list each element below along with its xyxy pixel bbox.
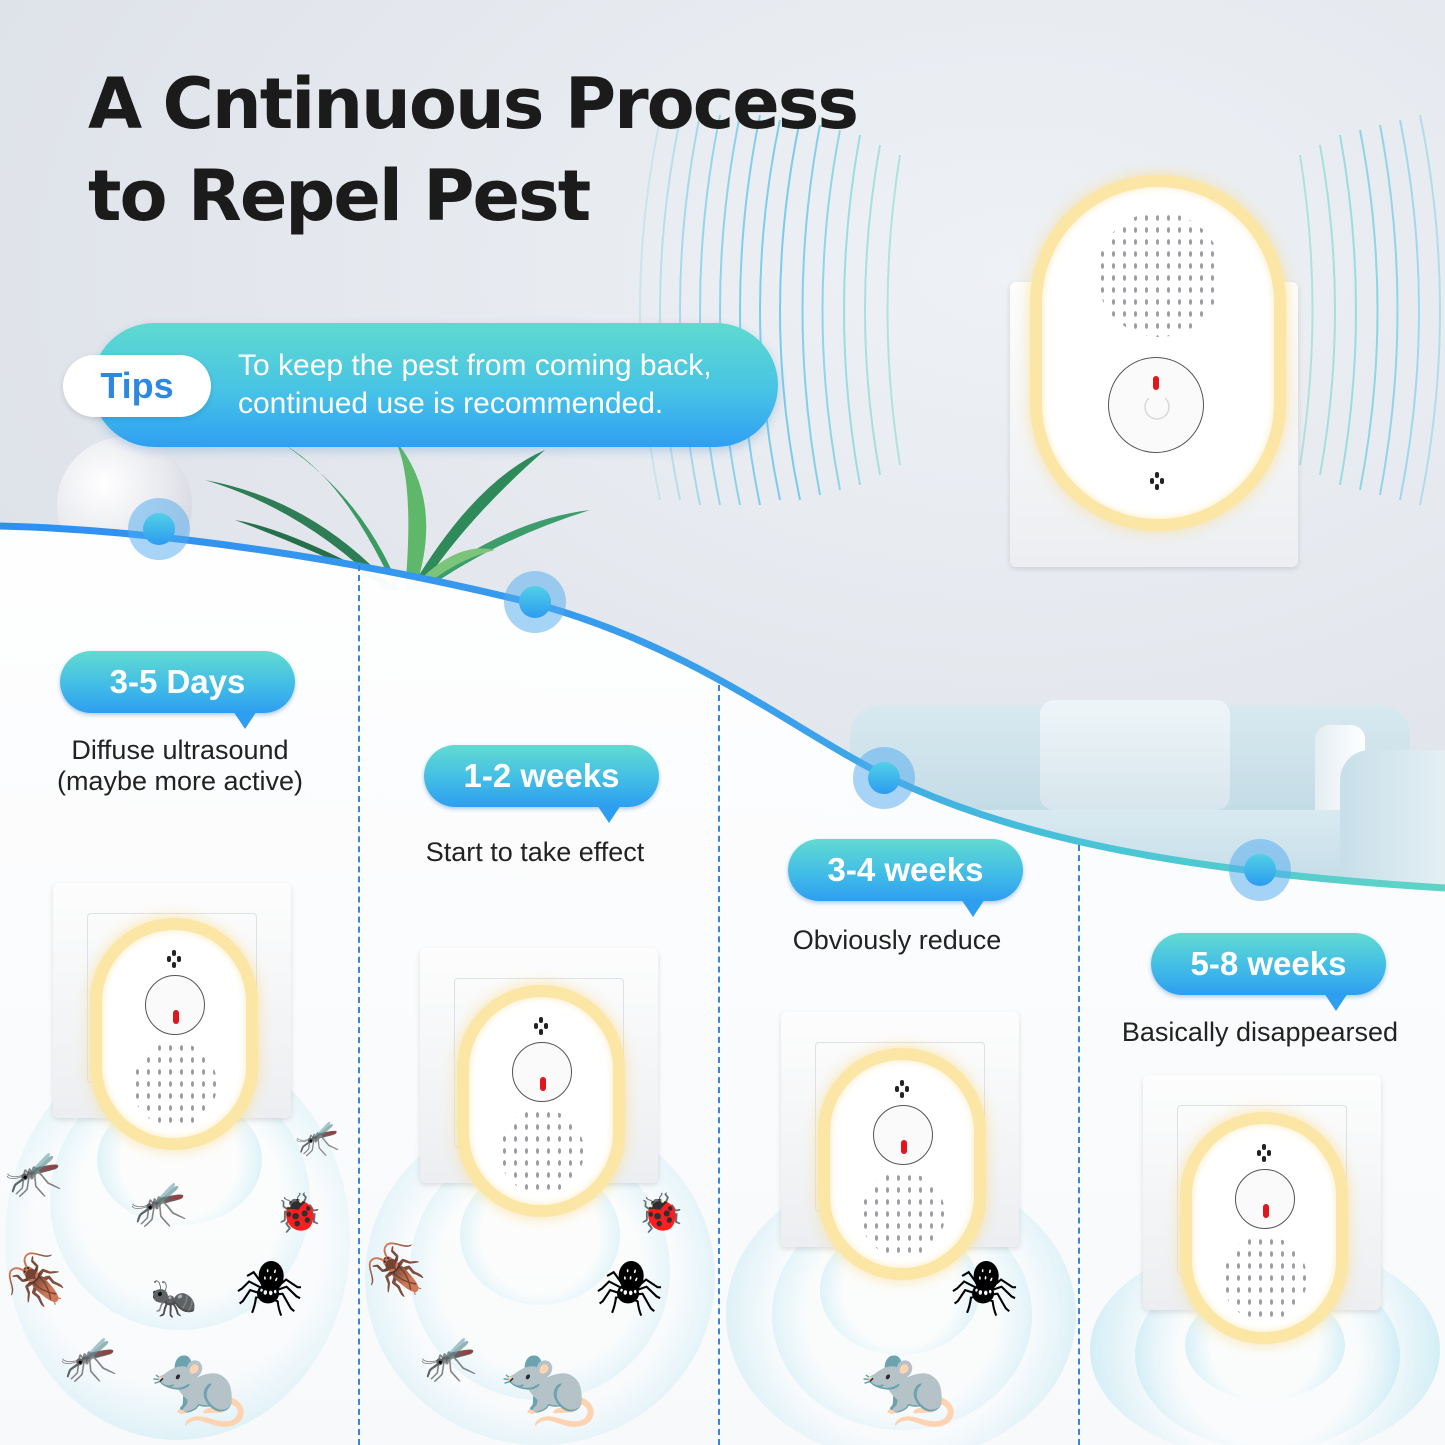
rat-icon: 🐀 [860, 1340, 958, 1428]
speaker-grille [1097, 212, 1222, 337]
power-led [1153, 376, 1159, 390]
ant-icon: 🐜 [150, 1278, 198, 1320]
stage-period-badge: 5-8 weeks [1151, 933, 1386, 1011]
stage-caption: Obviously reduce [737, 925, 1057, 956]
sensor-dots-icon [1257, 1144, 1271, 1162]
sofa-pillow [1040, 700, 1230, 810]
ultrasonic-repeller-icon [457, 985, 625, 1217]
sensor-dots-icon [1150, 472, 1164, 490]
tips-text: To keep the pest from coming back, conti… [238, 347, 712, 423]
stage-caption: Diffuse ultrasound (maybe more active) [20, 735, 340, 797]
sound-waves-icon [639, 114, 1441, 506]
speaker-grille [860, 1172, 945, 1257]
sensor-dots-icon [534, 1017, 548, 1035]
spider-icon: 🕷 [950, 1259, 1019, 1319]
sofa-arm [1340, 750, 1445, 900]
stage-divider [1078, 845, 1080, 1445]
rat-icon: 🐀 [150, 1340, 248, 1428]
speaker-grille [1222, 1236, 1307, 1321]
sensor-dots-icon [167, 950, 181, 968]
page-title: A Cntinuous Process to Repel Pest [88, 58, 859, 242]
tips-text-line-1: To keep the pest from coming back, [238, 349, 712, 382]
spider-icon: 🕷 [595, 1259, 664, 1319]
speaker-grille [132, 1042, 217, 1127]
spider-icon: 🕷 [235, 1259, 304, 1319]
stage-caption: Start to take effect [375, 837, 695, 868]
cockroach-icon: 🪳 [365, 1242, 428, 1298]
caption-line-1: Diffuse ultrasound [71, 735, 289, 765]
power-button[interactable] [873, 1105, 933, 1165]
stage-caption: Basically disappearsed [1100, 1017, 1420, 1048]
rat-icon: 🐀 [500, 1340, 598, 1428]
mosquito-icon: 🦟 [60, 1332, 118, 1384]
power-led [540, 1077, 546, 1091]
power-button[interactable] [1108, 357, 1204, 453]
caption-line-1: Obviously reduce [792, 925, 1002, 955]
timeline-node-icon [504, 571, 566, 633]
ultrasonic-repeller-icon [1180, 1112, 1348, 1344]
tips-label: Tips [63, 355, 211, 417]
timeline-node-icon [853, 747, 915, 809]
title-line-2: to Repel Pest [88, 155, 591, 237]
fly-icon: 🦟 [295, 1117, 340, 1158]
ladybug-icon: 🐞 [275, 1193, 323, 1235]
stage-period-badge: 1-2 weeks [424, 745, 659, 823]
power-led [901, 1140, 907, 1154]
power-button[interactable] [145, 975, 205, 1035]
power-led [173, 1010, 179, 1024]
timeline-node-icon [128, 498, 190, 560]
power-led [1263, 1204, 1269, 1218]
cockroach-icon: 🪳 [5, 1252, 68, 1308]
speaker-grille [499, 1109, 584, 1194]
caption-line-2: (maybe more active) [56, 766, 304, 796]
caption-line-1: Basically disappearsed [1121, 1017, 1399, 1047]
ultrasonic-repeller-icon [90, 918, 258, 1150]
power-icon [1144, 397, 1170, 420]
ladybug-icon: 🐞 [637, 1193, 685, 1235]
stage-period-badge: 3-5 Days [60, 651, 295, 729]
timeline-node-icon [1229, 839, 1291, 901]
mosquito-icon: 🦟 [130, 1177, 188, 1229]
title-line-1: A Cntinuous Process [88, 63, 859, 145]
tips-text-line-2: continued use is recommended. [238, 387, 664, 420]
power-button[interactable] [512, 1042, 572, 1102]
power-button[interactable] [1235, 1169, 1295, 1229]
ultrasonic-repeller-icon [818, 1048, 986, 1280]
stage-divider [358, 565, 360, 1445]
stage-divider [718, 685, 720, 1445]
mosquito-icon: 🦟 [420, 1332, 478, 1384]
sensor-dots-icon [895, 1080, 909, 1098]
mosquito-icon: 🦟 [5, 1147, 63, 1199]
stage-period-badge: 3-4 weeks [788, 839, 1023, 917]
caption-line-1: Start to take effect [425, 837, 645, 867]
